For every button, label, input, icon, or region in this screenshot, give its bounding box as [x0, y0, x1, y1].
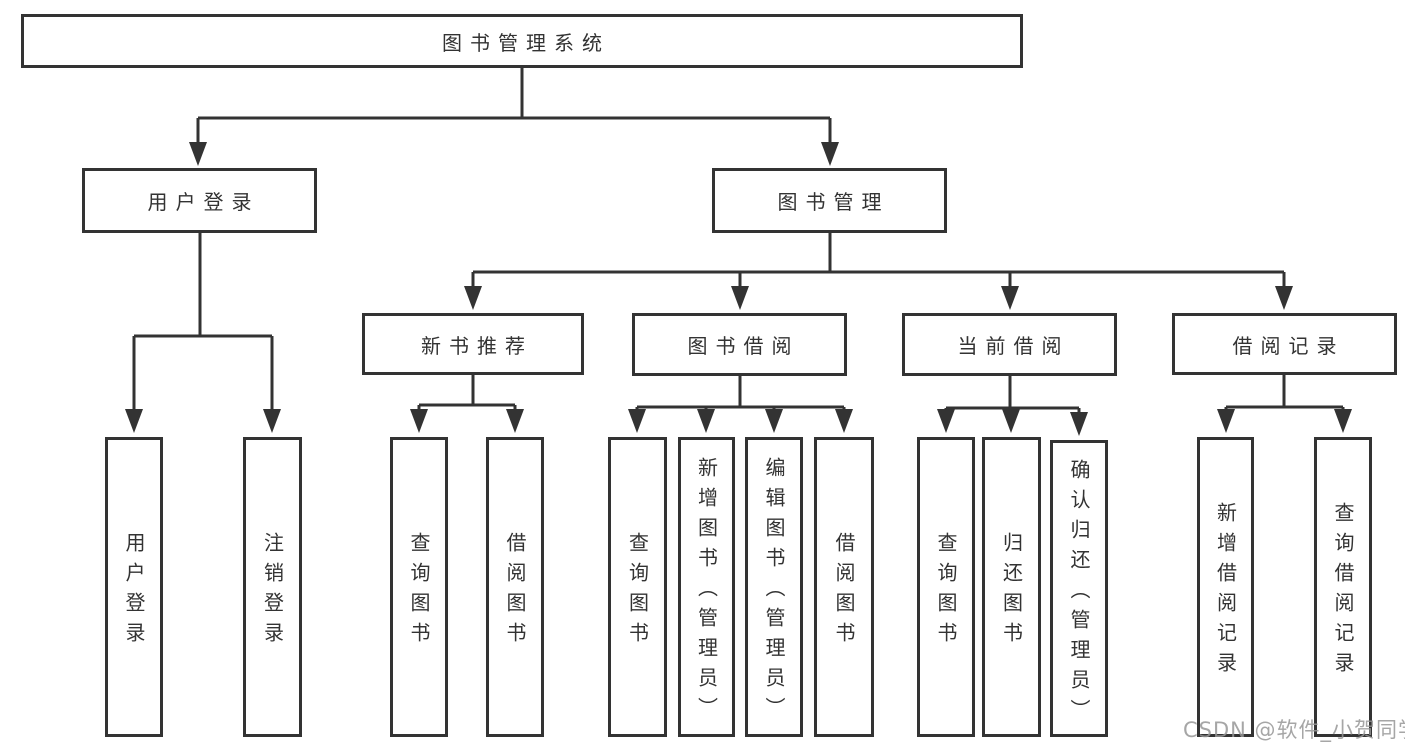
leaf-newbook-borrow-books: 借阅图书	[486, 437, 544, 737]
node-borrow-records-label: 借阅记录	[1232, 333, 1345, 358]
node-root: 图书管理系统	[21, 14, 1023, 68]
node-current-borrow-label: 当前借阅	[957, 334, 1070, 358]
node-book-borrow-label: 图书借阅	[687, 334, 800, 358]
node-current-borrow: 当前借阅	[902, 313, 1117, 376]
leaf-add-books-admin-label: 新增图书（管理员）	[694, 457, 719, 727]
node-new-book-recommend-label: 新书推荐	[421, 333, 533, 358]
leaf-borrow-books: 借阅图书	[814, 437, 874, 737]
leaf-add-borrow-record-label: 新增借阅记录	[1213, 502, 1238, 682]
leaf-borrow-query-books: 查询图书	[608, 437, 667, 737]
node-new-book-recommend: 新书推荐	[362, 313, 584, 375]
leaf-edit-books-admin-label: 编辑图书（管理员）	[762, 457, 786, 727]
leaf-edit-books-admin: 编辑图书（管理员）	[745, 437, 803, 737]
node-book-management: 图书管理	[712, 168, 947, 233]
node-book-management-label: 图书管理	[777, 190, 890, 214]
leaf-logout-label: 注销登录	[260, 532, 285, 652]
leaf-logout: 注销登录	[243, 437, 302, 737]
leaf-confirm-return-admin-label: 确认归还（管理员）	[1067, 458, 1091, 729]
leaf-return-books: 归还图书	[982, 437, 1041, 737]
leaf-borrow-books-label: 借阅图书	[832, 532, 856, 652]
leaf-newbook-borrow-books-label: 借阅图书	[503, 532, 527, 652]
leaf-query-borrow-record-label: 查询借阅记录	[1331, 502, 1355, 682]
leaf-newbook-query-books: 查询图书	[390, 437, 448, 737]
node-user-login: 用户登录	[82, 168, 317, 233]
leaf-user-login: 用户登录	[105, 437, 163, 737]
leaf-current-query-books: 查询图书	[917, 437, 975, 737]
leaf-user-login-label: 用户登录	[122, 532, 146, 652]
leaf-current-query-books-label: 查询图书	[934, 532, 958, 652]
leaf-add-books-admin: 新增图书（管理员）	[678, 437, 735, 737]
arrowheads	[125, 142, 1352, 436]
node-root-label: 图书管理系统	[442, 30, 610, 55]
leaf-return-books-label: 归还图书	[999, 532, 1024, 652]
connector-stems	[132, 68, 1345, 420]
leaf-add-borrow-record: 新增借阅记录	[1197, 437, 1254, 737]
node-borrow-records: 借阅记录	[1172, 313, 1397, 375]
leaf-newbook-query-books-label: 查询图书	[407, 532, 431, 652]
node-user-login-label: 用户登录	[147, 190, 260, 214]
watermark-text: CSDN @软件_小贺同学	[1183, 718, 1405, 742]
leaf-confirm-return-admin: 确认归还（管理员）	[1050, 440, 1108, 737]
leaf-borrow-query-books-label: 查询图书	[625, 532, 650, 652]
leaf-query-borrow-record: 查询借阅记录	[1314, 437, 1372, 737]
node-book-borrow: 图书借阅	[632, 313, 847, 376]
